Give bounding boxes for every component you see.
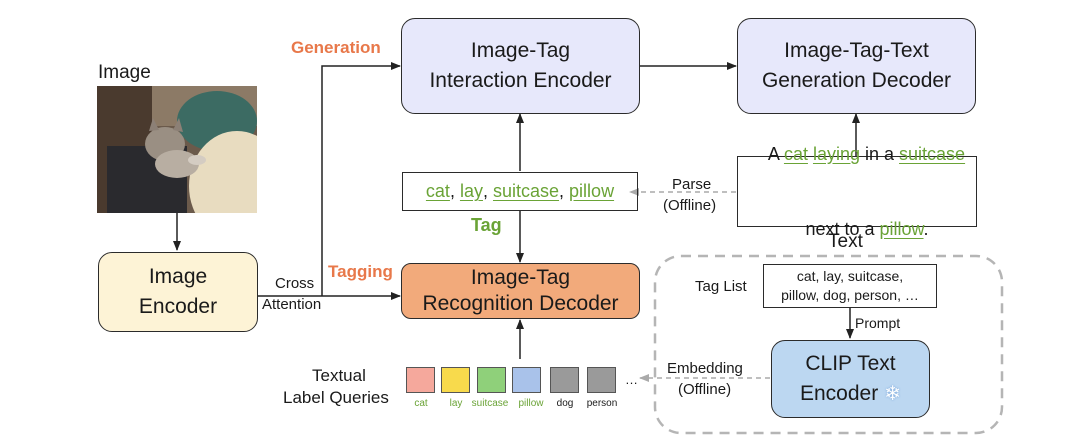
prompt-label: Prompt [855, 315, 901, 331]
query-box-person [587, 367, 616, 393]
caption-part: next to a [805, 218, 880, 239]
queries-ellipsis: … [625, 372, 638, 387]
image-encoder-line2: Encoder [138, 295, 218, 318]
caption-word-pillow: pillow [879, 218, 924, 239]
caption-box: A cat laying in a suitcase next to a pil… [737, 144, 977, 239]
interaction-encoder-line2: Interaction Encoder [429, 69, 612, 92]
clip-encoder-line2-row: Encoder ❄ [800, 379, 901, 409]
caption-line1: A cat laying in a suitcase [749, 117, 965, 192]
recognition-decoder-line1: Image-Tag [470, 266, 571, 289]
query-box-suitcase [477, 367, 506, 393]
image-label: Image [98, 62, 151, 83]
caption-part: A [767, 143, 784, 164]
attention-label: Attention [262, 296, 322, 313]
caption-word-suitcase: suitcase [899, 143, 966, 164]
query-label-lay: lay [449, 398, 463, 409]
tag-sep: , [559, 181, 570, 201]
generation-label: Generation [291, 38, 381, 57]
tag-label: Tag [471, 215, 502, 235]
query-label-suitcase: suitcase [471, 398, 509, 409]
query-box-cat [406, 367, 435, 393]
query-label-pillow: pillow [518, 398, 544, 409]
image-encoder-box: Image Encoder [98, 252, 258, 332]
tag-lay: lay [459, 181, 483, 201]
snowflake-icon: ❄ [884, 383, 901, 405]
recognition-decoder-line2: Recognition Decoder [422, 292, 619, 315]
caption-part: . [923, 218, 929, 239]
clip-encoder-box: CLIP Text Encoder ❄ [771, 340, 930, 418]
tagging-label: Tagging [328, 262, 393, 281]
tag-cat: cat [425, 181, 450, 201]
caption-word-cat: cat [783, 143, 808, 164]
query-label-person: person [586, 398, 618, 409]
query-box-pillow [512, 367, 541, 393]
caption-word-laying: laying [812, 143, 860, 164]
tag-pillow: pillow [569, 181, 615, 201]
queries-title-line2: Label Queries [283, 388, 389, 407]
clip-encoder-line2: Encoder [800, 382, 879, 405]
embedding-label: Embedding [667, 360, 743, 377]
tag-sep: , [482, 181, 493, 201]
image-encoder-line1: Image [148, 265, 208, 288]
tag-list-line2: pillow, dog, person, … [781, 287, 919, 303]
caption-line2: next to a pillow. [785, 192, 928, 267]
generation-decoder-box: Image-Tag-Text Generation Decoder [737, 18, 976, 114]
text-label: Text [828, 231, 863, 252]
clip-encoder-line1: CLIP Text [805, 352, 896, 375]
tag-list-line1: cat, lay, suitcase, [796, 268, 904, 284]
tag-suitcase: suitcase [492, 181, 560, 201]
caption-part: in a [860, 143, 900, 164]
tag-box: cat, lay, suitcase, pillow [402, 172, 638, 211]
interaction-encoder-box: Image-Tag Interaction Encoder [401, 18, 640, 114]
tag-list-label: Tag List [695, 278, 747, 295]
queries-title-line1: Textual [312, 366, 366, 385]
tag-list-box: cat, lay, suitcase, pillow, dog, person,… [763, 264, 937, 308]
recognition-decoder-box: Image-Tag Recognition Decoder [401, 263, 640, 319]
cross-label: Cross [275, 275, 315, 292]
tag-sep: , [449, 181, 460, 201]
parse-offline-label: (Offline) [663, 197, 717, 214]
query-label-dog: dog [556, 398, 574, 409]
input-image [97, 86, 257, 213]
query-box-dog [550, 367, 579, 393]
generation-decoder-line1: Image-Tag-Text [784, 39, 929, 62]
interaction-encoder-line1: Image-Tag [470, 39, 571, 62]
query-box-lay [441, 367, 470, 393]
embedding-offline-label: (Offline) [678, 381, 732, 398]
parse-label: Parse [672, 176, 712, 193]
generation-decoder-line2: Generation Decoder [761, 69, 952, 92]
query-label-cat: cat [414, 398, 428, 409]
